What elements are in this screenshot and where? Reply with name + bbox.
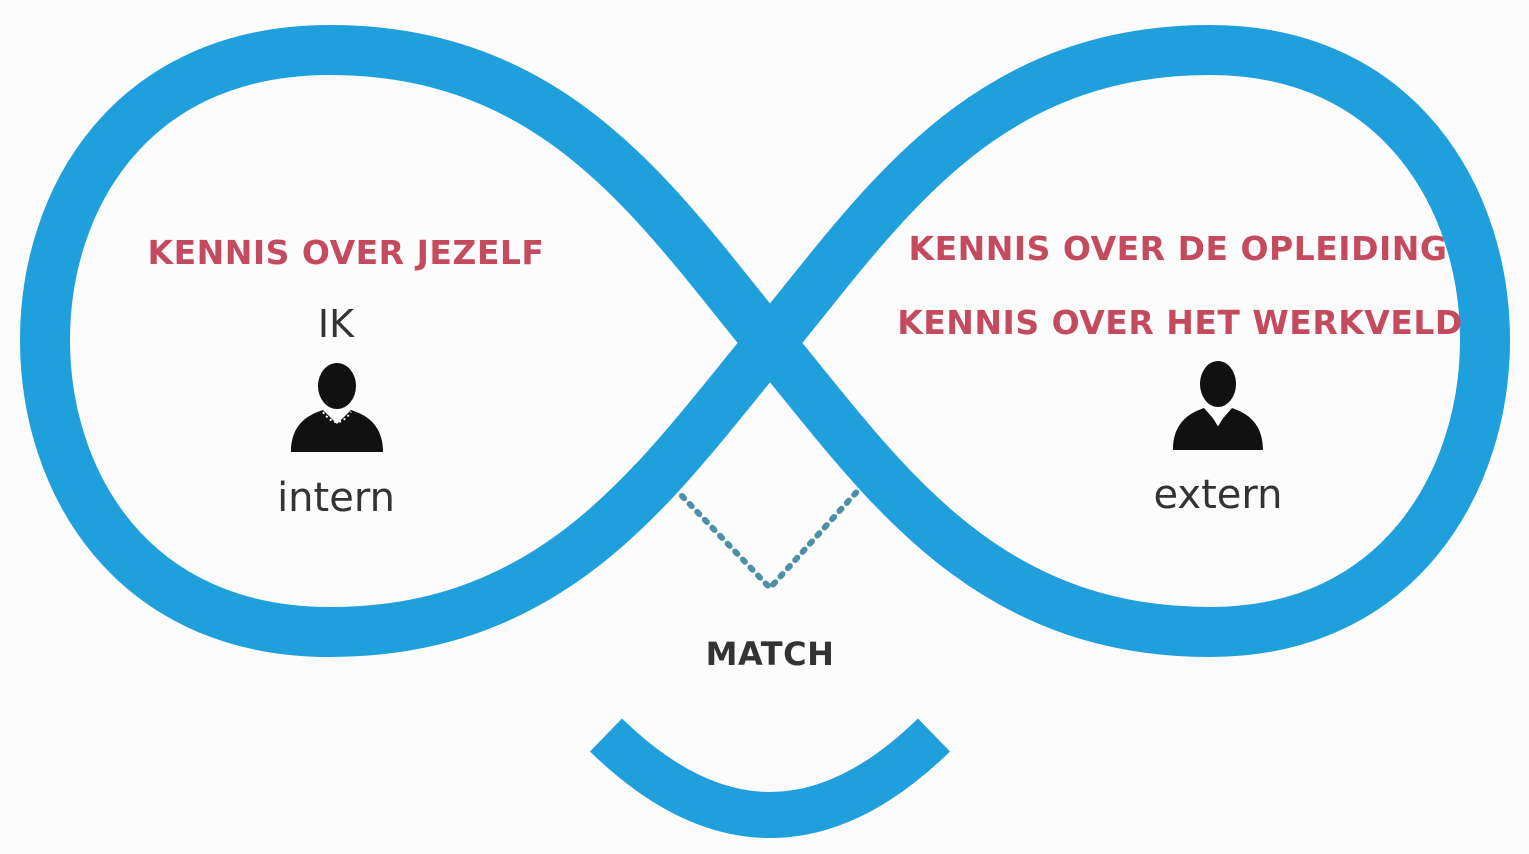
right-heading-1: KENNIS OVER DE OPLEIDING <box>908 229 1448 268</box>
infinity-loop <box>20 25 1510 657</box>
left-caption: intern <box>277 475 395 521</box>
left-heading: KENNIS OVER JEZELF <box>147 233 545 272</box>
right-caption: extern <box>1153 472 1283 518</box>
person-icon <box>289 362 385 457</box>
match-connector <box>679 483 865 593</box>
right-heading-2: KENNIS OVER HET WERKVELD <box>897 303 1463 342</box>
match-label: MATCH <box>705 635 835 673</box>
smile-arc <box>589 718 951 838</box>
left-label-ik: IK <box>317 302 355 346</box>
person-icon <box>1171 360 1265 455</box>
